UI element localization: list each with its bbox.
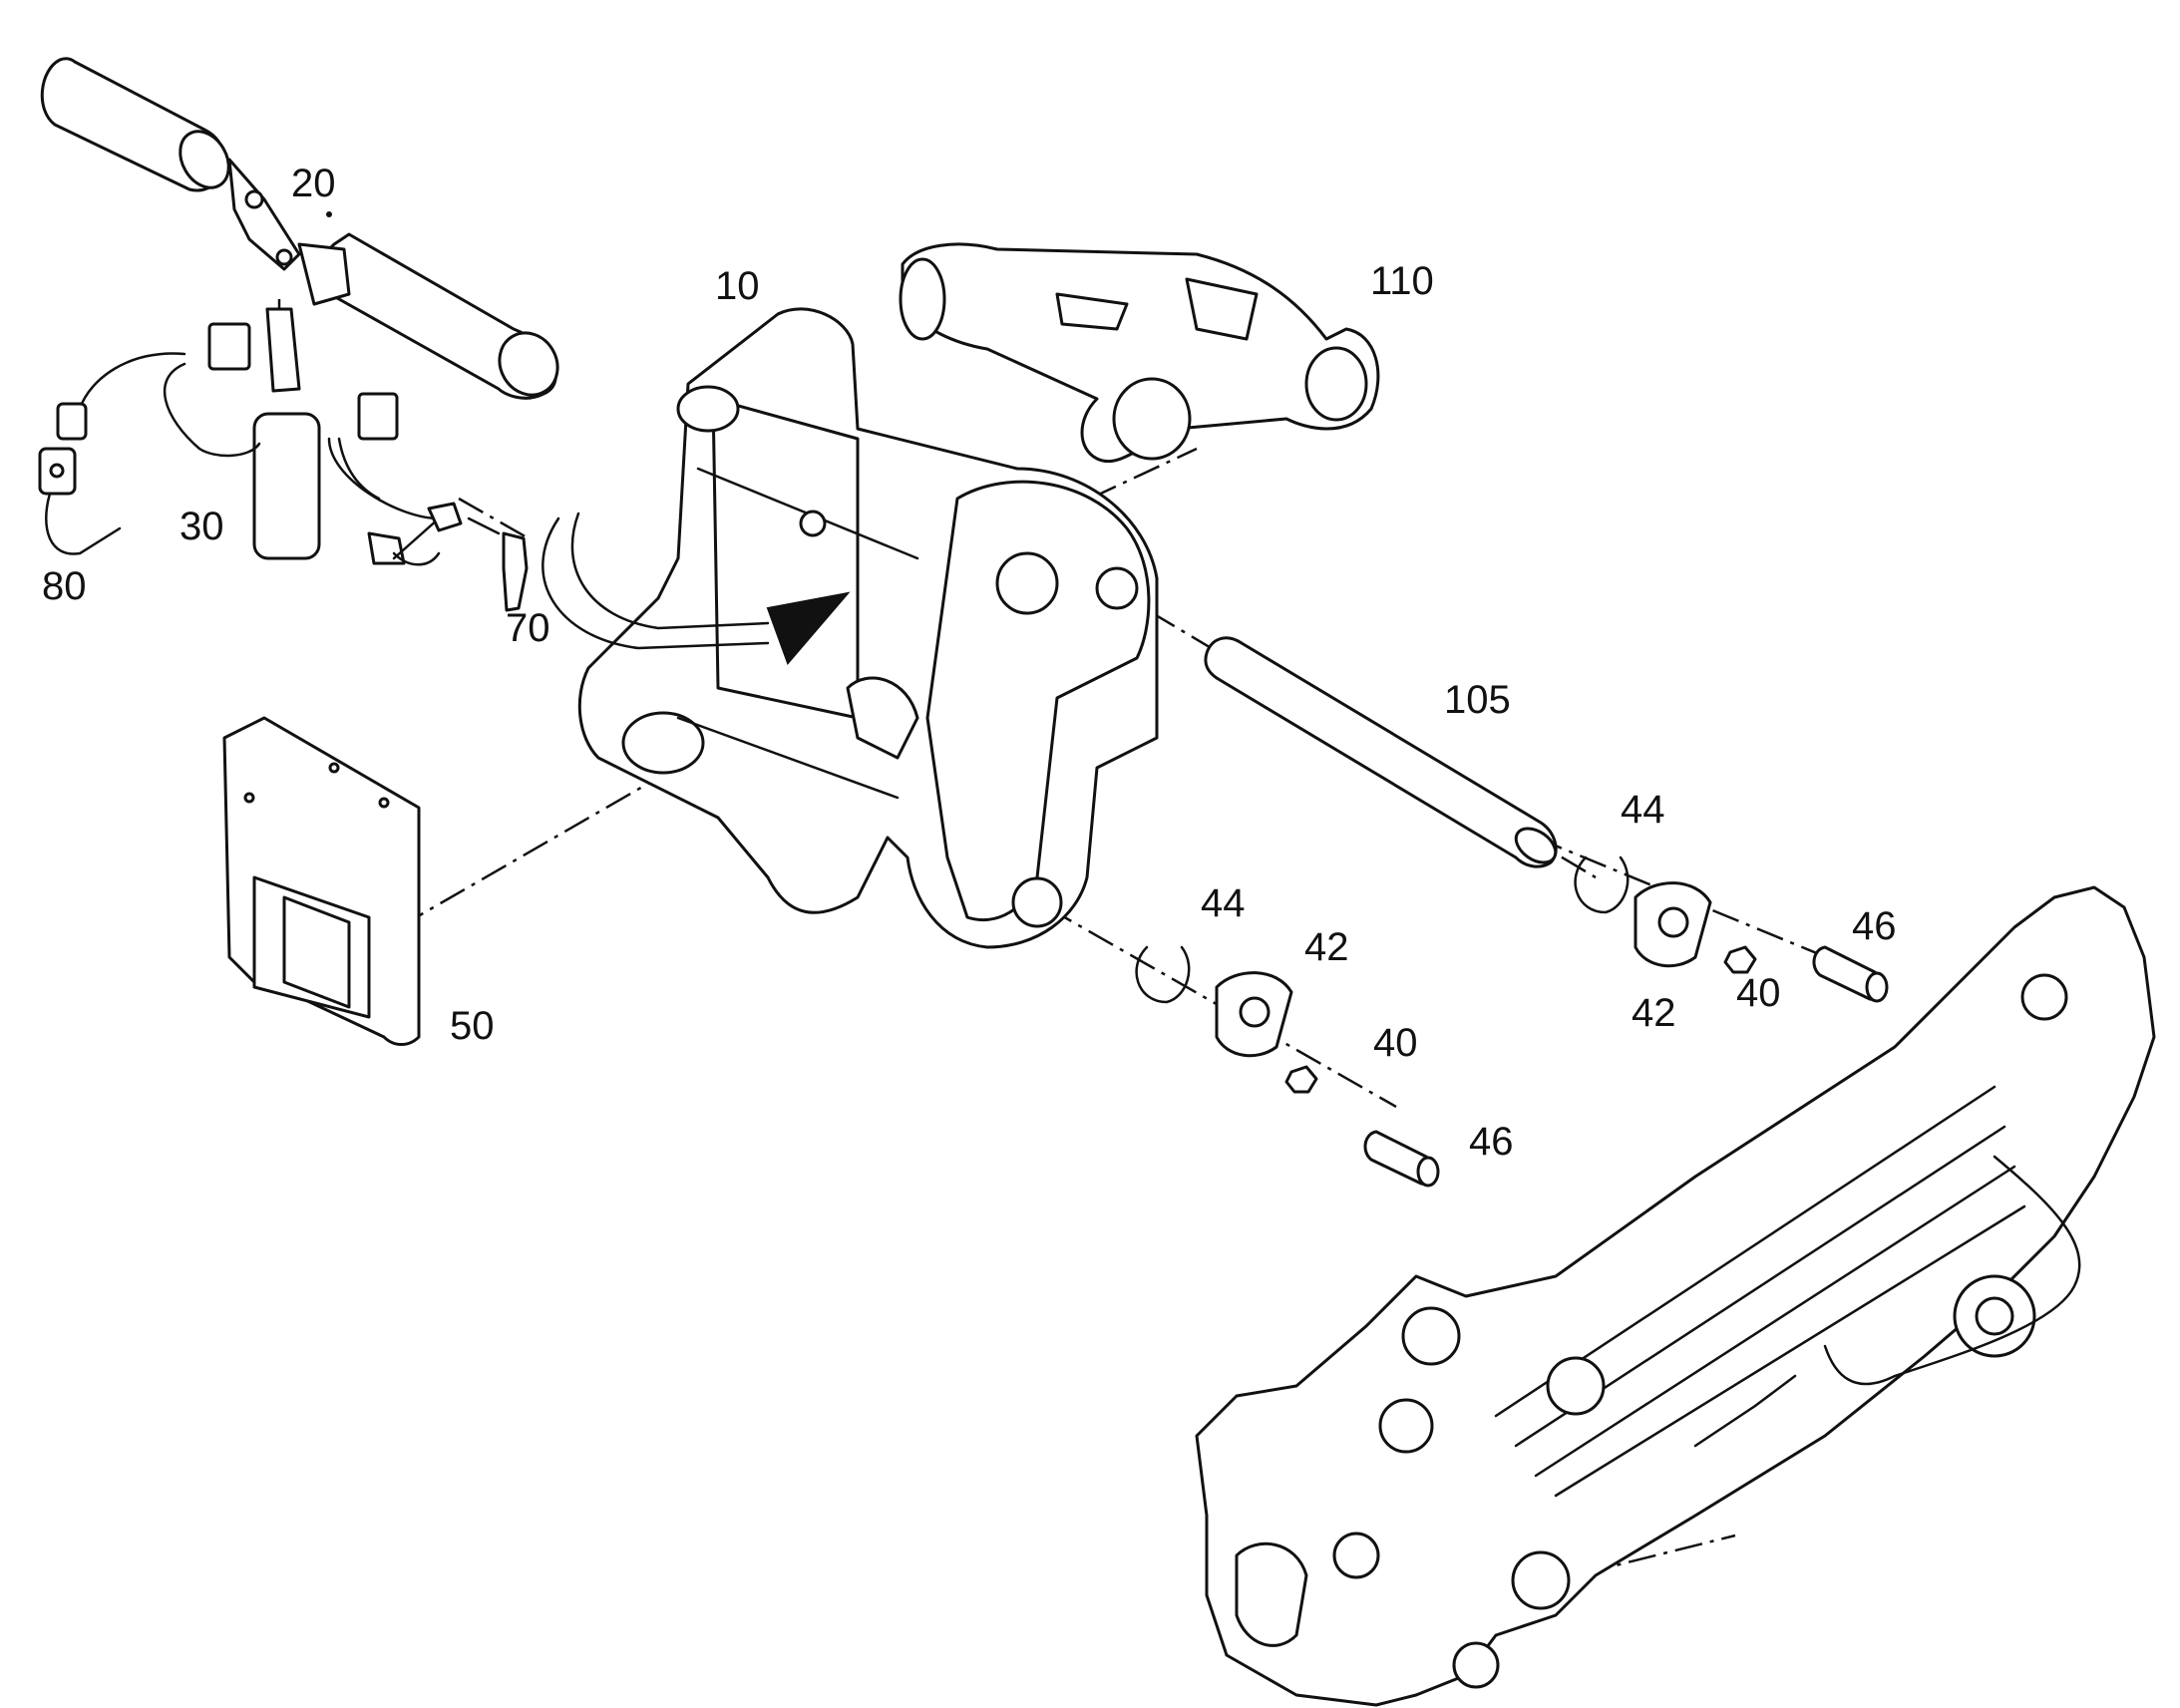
callout-40-upper: 40 xyxy=(1736,971,1781,1015)
callout-50: 50 xyxy=(450,1004,495,1048)
callout-46-lower: 46 xyxy=(1469,1120,1514,1164)
part-30-valve-cylinder xyxy=(163,307,441,566)
part-80-sensor-cable xyxy=(38,352,186,555)
callout-44-lower: 44 xyxy=(1201,881,1246,925)
callout-70: 70 xyxy=(506,606,550,650)
part-110-link xyxy=(899,242,1380,464)
part-44-retaining-rings xyxy=(1135,855,1630,1004)
part-40-nuts xyxy=(1284,945,1757,1094)
leader-dot xyxy=(326,211,332,217)
callout-40-lower: 40 xyxy=(1373,1021,1418,1065)
part-105-pin xyxy=(1204,636,1558,868)
part-46-bolts xyxy=(1363,945,1889,1188)
callout-44-upper: 44 xyxy=(1621,788,1665,832)
part-20-accumulators xyxy=(40,57,559,400)
callout-42-lower: 42 xyxy=(1304,925,1349,969)
callout-42-upper: 42 xyxy=(1632,991,1676,1035)
part-50-cover-plate xyxy=(222,716,421,1046)
callout-110: 110 xyxy=(1370,259,1434,303)
part-42-end-plates xyxy=(1215,881,1712,1058)
callout-105: 105 xyxy=(1444,678,1511,722)
callout-30: 30 xyxy=(180,505,224,548)
callout-46-upper: 46 xyxy=(1852,904,1897,948)
part-70-fittings xyxy=(427,502,529,612)
part-10-coupler-frame xyxy=(577,307,1159,949)
insertion-arrow xyxy=(542,512,851,665)
callout-80: 80 xyxy=(42,564,87,608)
boom-arm-assembly xyxy=(1195,885,2156,1707)
callout-20: 20 xyxy=(291,162,336,205)
callout-10: 10 xyxy=(715,264,760,308)
